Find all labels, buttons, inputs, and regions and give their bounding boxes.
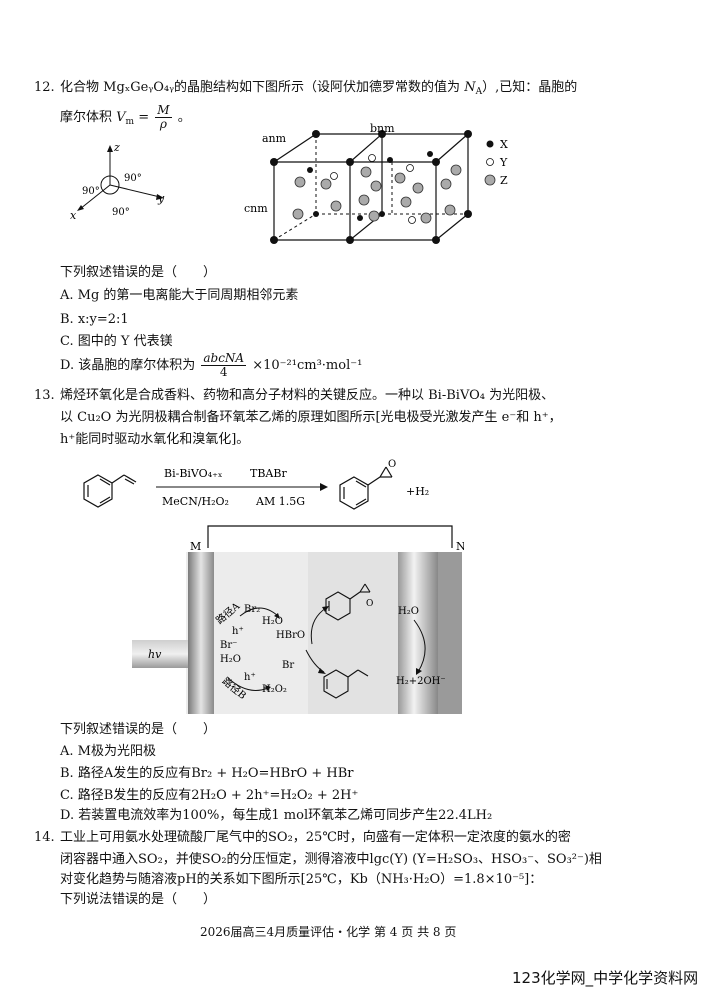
q12-option-a: A. Mg 的第一电离能大于同周期相邻元素 bbox=[60, 288, 299, 303]
water-label-a: H₂O bbox=[262, 616, 283, 627]
q12-option-b: B. x:y=2:1 bbox=[60, 312, 129, 327]
q13-stem-line1: 烯烃环氧化是合成香料、药物和高分子材料的关键反应。一种以 Bi-BiVO₄ 为光… bbox=[60, 388, 555, 403]
h2o2-label: H₂O₂ bbox=[262, 684, 287, 695]
axes-diagram: z y x 90° 90° 90° bbox=[70, 141, 165, 222]
page-footer: 2026届高三4月质量评估・化学 第 4 页 共 8 页 bbox=[200, 925, 457, 939]
light-label: hv bbox=[148, 648, 162, 661]
q14-stem-line2: 闭容器中通入SO₂，并使SO₂的分压恒定，测得溶液中lgc(Y) (Y=H₂SO… bbox=[60, 852, 602, 867]
hbro-label: HBrO bbox=[276, 630, 305, 641]
q13-number: 13. bbox=[34, 388, 55, 403]
styrene-structure bbox=[83, 474, 137, 508]
q14-question: 下列说法错误的是（ ） bbox=[60, 892, 217, 907]
q13-option-d: D. 若装置电流效率为100%，每生成1 mol环氧苯乙烯可同步产生22.4LH… bbox=[60, 808, 493, 823]
reaction-scheme: Bi-BiVO₄₊ₓ TBABr MeCN/H₂O₂ AM 1.5G O +H₂ bbox=[83, 459, 429, 510]
hole-label-1: h⁺ bbox=[232, 626, 244, 637]
q13-stem-line3: h⁺能同时驱动水氧化和溴氧化]。 bbox=[60, 432, 250, 447]
q14-stem-line3: 对变化趋势与随溶液pH的关系如下图所示[25℃，Kb（NH₃·H₂O）=1.8×… bbox=[60, 872, 543, 887]
reaction-light: AM 1.5G bbox=[255, 495, 305, 508]
q13-option-b: B. 路径A发生的反应有Br₂ + H₂O=HBrO + HBr bbox=[60, 766, 354, 781]
cell-c-label: cnm bbox=[244, 202, 268, 215]
photoelectrode-cell-diagram: M N hv 路径A Br₂ H₂O h⁺ HBrO Br⁻ H₂O Br h⁺… bbox=[132, 525, 464, 714]
q12-question: 下列叙述错误的是（ ） bbox=[60, 265, 217, 280]
q14-number: 14. bbox=[34, 830, 55, 845]
br-label: Br bbox=[282, 660, 294, 671]
angle-label-1: 90° bbox=[124, 173, 142, 184]
cell-epoxide-structure bbox=[325, 583, 371, 621]
water-label-right: H₂O bbox=[398, 606, 419, 617]
cell-styrene-structure bbox=[323, 669, 369, 699]
cell-a-label: anm bbox=[262, 132, 287, 145]
site-watermark: 123化学网_中学化学资料网 bbox=[512, 969, 699, 987]
reaction-solvent: MeCN/H₂O₂ bbox=[162, 495, 229, 508]
hydrogen-byproduct: +H₂ bbox=[406, 485, 429, 498]
svg-text:O: O bbox=[388, 459, 396, 470]
hole-label-2: h⁺ bbox=[244, 672, 256, 683]
axis-y-label: y bbox=[157, 192, 165, 205]
q12-formula: MgₓGeᵧO₄ᵧ bbox=[103, 80, 175, 95]
reaction-reagent: TBABr bbox=[250, 467, 287, 480]
legend-x: X bbox=[500, 138, 508, 151]
hydrogen-hydroxide-label: H₂+2OH⁻ bbox=[396, 676, 446, 687]
cell-b-label: bnm bbox=[370, 122, 395, 135]
q13-option-c: C. 路径B发生的反应有2H₂O + 2h⁺=H₂O₂ + 2H⁺ bbox=[60, 788, 359, 803]
q13-stem-line2: 以 Cu₂O 为光阴极耦合制备环氧苯乙烯的原理如图所示[光电极受光激发产生 e⁻… bbox=[60, 410, 562, 425]
svg-text:O: O bbox=[366, 599, 373, 609]
q12-number: 12. bbox=[34, 80, 55, 95]
epoxide-structure bbox=[339, 466, 393, 510]
q13-option-a: A. M极为光阳极 bbox=[60, 744, 156, 759]
q14-stem-line1: 工业上可用氨水处理硫酸厂尾气中的SO₂，25℃时，向盛有一定体积一定浓度的氨水的… bbox=[60, 830, 571, 845]
legend-z: Z bbox=[500, 174, 508, 187]
q13-question: 下列叙述错误的是（ ） bbox=[60, 722, 217, 737]
legend-y: Y bbox=[499, 156, 508, 169]
electrode-m-label: M bbox=[190, 540, 201, 553]
reaction-catalyst: Bi-BiVO₄₊ₓ bbox=[164, 467, 223, 480]
axis-z-label: z bbox=[113, 141, 120, 154]
bromide-label: Br⁻ bbox=[220, 640, 237, 651]
angle-label-3: 90° bbox=[112, 207, 130, 218]
crystal-cell-diagram: anm bnm cnm X Y Z bbox=[244, 122, 508, 244]
electrode-n-label: N bbox=[456, 540, 464, 553]
q12-option-c: C. 图中的 Y 代表镁 bbox=[60, 334, 173, 349]
angle-label-2: 90° bbox=[82, 186, 100, 197]
axis-x-label: x bbox=[70, 209, 77, 222]
water-label-b: H₂O bbox=[220, 654, 241, 665]
q12-stem-line1: 化合物 MgₓGeᵧO₄ᵧ的晶胞结构如下图所示（设阿伏加德罗常数的值为 NA）,… bbox=[60, 80, 578, 97]
